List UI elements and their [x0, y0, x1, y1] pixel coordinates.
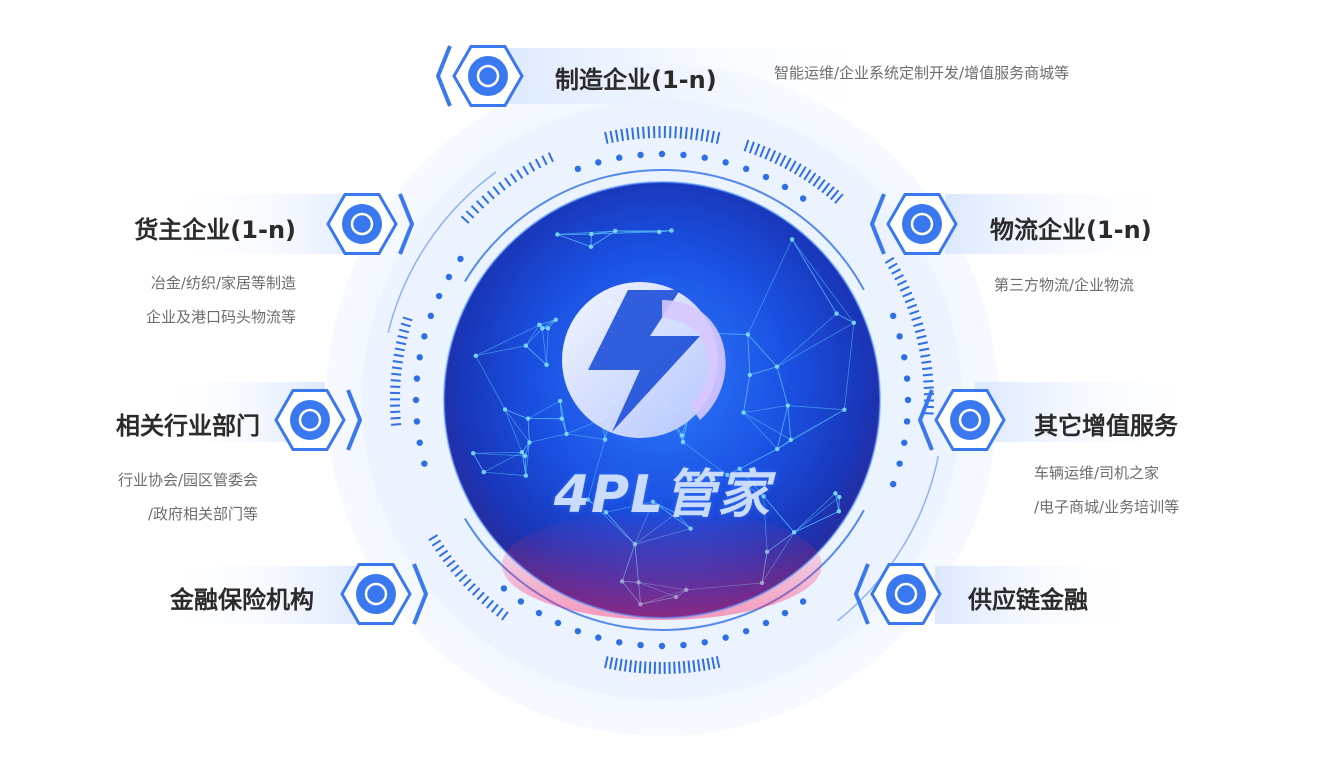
logistics-desc: 第三方物流/企业物流 [994, 276, 1135, 294]
shipper-desc-line2: 企业及港口码头物流等 [145, 308, 296, 326]
center-title: 4PL管家 [553, 465, 771, 525]
browser-window-icon[interactable] [274, 389, 362, 451]
value-added-desc-line1: 车辆运维/司机之家 [1034, 464, 1160, 482]
supply-chain-label[interactable]: 供应链金融 [968, 586, 1088, 614]
shipper-desc-line1: 冶金/纺织/家居等制造 [150, 274, 296, 292]
manufacturing-label[interactable]: 制造企业(1-n) [555, 66, 717, 94]
industry-label[interactable]: 相关行业部门 [116, 412, 260, 440]
value-added-label[interactable]: 其它增值服务 [1034, 412, 1178, 440]
value-added-desc-line2: /电子商城/业务培训等 [1034, 498, 1180, 516]
search-monitor-icon[interactable] [436, 45, 524, 107]
share-nodes-icon[interactable] [854, 563, 942, 625]
shipper-label[interactable]: 货主企业(1-n) [134, 216, 296, 244]
industry-desc-line1: 行业协会/园区管委会 [117, 471, 258, 489]
location-route-icon[interactable] [870, 193, 958, 255]
4pl-logo-icon [562, 282, 726, 438]
server-network-icon[interactable] [918, 389, 1006, 451]
industry-desc-line2: /政府相关部门等 [147, 505, 258, 523]
manufacturing-desc: 智能运维/企业系统定制开发/增值服务商城等 [774, 64, 1070, 82]
yuan-coin-icon[interactable] [340, 563, 428, 625]
logistics-label[interactable]: 物流企业(1-n) [990, 216, 1152, 244]
robot-arm-icon[interactable] [326, 193, 414, 255]
finance-label[interactable]: 金融保险机构 [170, 586, 314, 614]
sphere-red-glow [502, 510, 822, 620]
